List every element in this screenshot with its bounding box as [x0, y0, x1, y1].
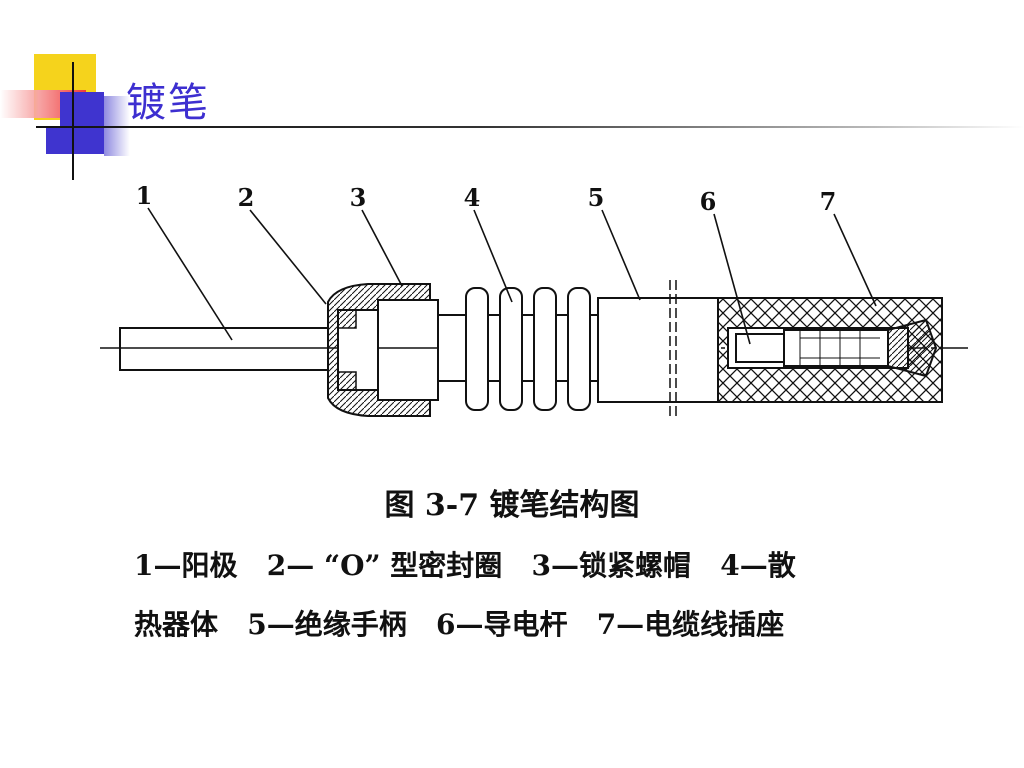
part-label-3: 3	[350, 183, 367, 212]
figure-caption: 图 3-7 镀笔结构图	[384, 488, 640, 523]
leader-line-7	[833, 213, 877, 307]
legend-line-2: 热器体 5—绝缘手柄 6—导电杆 7—电缆线插座	[134, 608, 785, 641]
conductive-rod	[735, 318, 938, 378]
leader-line-5	[601, 209, 641, 301]
part-label-4: 4	[464, 183, 481, 212]
leader-line-3	[361, 209, 403, 287]
insulating-handle	[597, 280, 719, 420]
leader-line-4	[473, 209, 513, 303]
leader-line-6	[713, 213, 751, 345]
part-label-2: 2	[238, 183, 255, 212]
part-label-1: 1	[136, 181, 153, 210]
part-label-5: 5	[588, 183, 605, 212]
decor-blue-square-small	[46, 128, 64, 154]
plating-pen-structure-diagram: 1 2 3 4 5 6 7	[100, 181, 972, 420]
decor-blue-square	[60, 92, 104, 154]
heat-sink	[437, 287, 599, 411]
anode-rod	[119, 327, 329, 371]
legend-line-1: 1—阳极 2— “O” 型密封圈 3—锁紧螺帽 4—散	[134, 549, 796, 582]
decor-vertical-line	[72, 62, 74, 180]
lock-nut	[327, 283, 439, 417]
part-label-6: 6	[700, 187, 717, 216]
slide-title: 镀笔	[126, 80, 210, 126]
part-label-7: 7	[820, 187, 837, 216]
leader-line-2	[249, 209, 327, 305]
leader-line-1	[147, 207, 233, 341]
title-underline	[36, 126, 1024, 128]
